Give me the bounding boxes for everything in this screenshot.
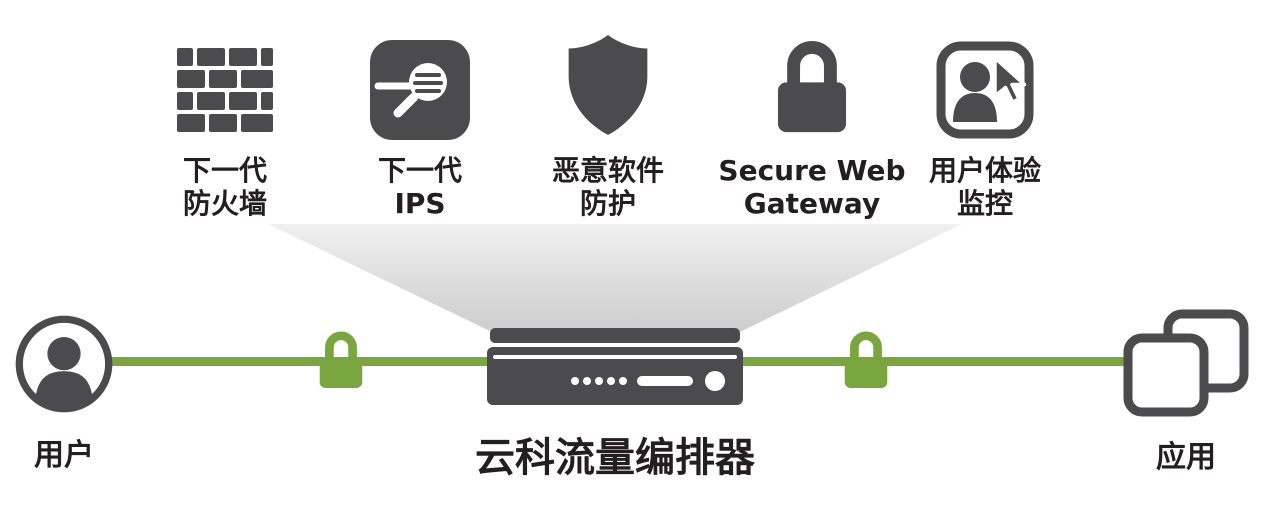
service-next-gen-ips: 下一代 IPS <box>320 18 520 220</box>
service-label: 用户体验 监控 <box>929 154 1041 220</box>
service-label-line2: IPS <box>394 187 446 221</box>
green-padlock-icon <box>312 327 370 395</box>
service-label-line1: 下一代 <box>182 154 267 187</box>
service-label-line1: 用户体验 <box>928 154 1041 187</box>
service-label-line1: Secure Web <box>718 154 906 187</box>
service-user-experience-monitoring: 用户体验 监控 <box>885 18 1085 220</box>
service-label-line2: 监控 <box>956 187 1013 221</box>
device-label: 云科流量编排器 <box>475 435 755 481</box>
applications-icon <box>1123 309 1249 417</box>
padlock-icon <box>766 18 858 140</box>
firewall-icon <box>175 18 275 140</box>
user-cursor-icon <box>935 18 1035 140</box>
server-appliance-icon <box>487 328 743 412</box>
service-label: 下一代 防火墙 <box>183 154 267 220</box>
shield-icon <box>560 18 656 140</box>
service-next-gen-firewall: 下一代 防火墙 <box>125 18 325 220</box>
green-padlock-icon <box>837 327 895 395</box>
service-label-line1: 下一代 <box>377 154 462 187</box>
endpoint-apps: 应用 <box>1116 308 1256 476</box>
endpoint-user: 用户 <box>10 312 118 474</box>
service-label: 恶意软件 防护 <box>552 154 664 220</box>
service-malware-protection: 恶意软件 防护 <box>508 18 708 220</box>
user-icon <box>15 315 113 413</box>
endpoint-apps-label: 应用 <box>1156 440 1216 475</box>
service-label: 下一代 IPS <box>378 154 462 220</box>
service-secure-web-gateway: Secure Web Gateway <box>712 18 912 220</box>
magnifier-inspect-icon <box>370 18 470 140</box>
service-label-line1: 恶意软件 <box>551 154 664 187</box>
service-label-line2: 防火墙 <box>182 187 267 221</box>
service-label-line2: Gateway <box>743 187 881 221</box>
service-label: Secure Web Gateway <box>718 154 905 220</box>
service-label-line2: 防护 <box>579 187 636 221</box>
endpoint-user-label: 用户 <box>34 438 94 473</box>
